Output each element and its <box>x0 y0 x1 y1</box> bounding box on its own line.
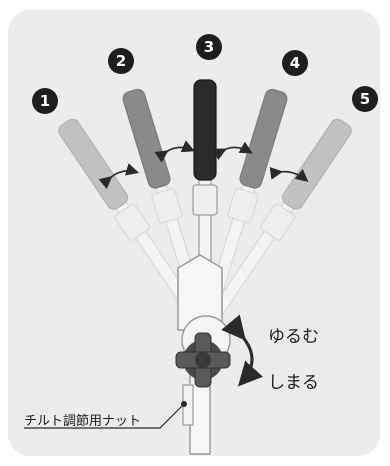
tilt-nut-label: チルト調節用ナット <box>24 414 142 429</box>
rotation-arrow <box>221 314 263 387</box>
tilt-arms <box>58 79 352 335</box>
nut-leader-line <box>24 403 185 429</box>
position-badge-2: 2 <box>108 48 134 74</box>
position-badge-5: 5 <box>352 86 378 112</box>
tilt-arrow-1-2 <box>98 163 140 190</box>
position-badge-1: 1 <box>32 88 58 114</box>
tighten-label: しまる <box>268 373 319 393</box>
loosen-label: ゆるむ <box>268 327 319 347</box>
tilt-arrow-4-5 <box>269 167 309 183</box>
tilt-arrow-2-3 <box>154 140 195 163</box>
tilt-knob[interactable] <box>175 332 231 388</box>
position-badge-3: 3 <box>196 34 222 60</box>
tilt-arrows <box>98 140 309 190</box>
tilt-arrow-3-4 <box>212 141 253 161</box>
position-badge-4: 4 <box>282 50 308 76</box>
tilt-arm-5 <box>199 118 352 335</box>
